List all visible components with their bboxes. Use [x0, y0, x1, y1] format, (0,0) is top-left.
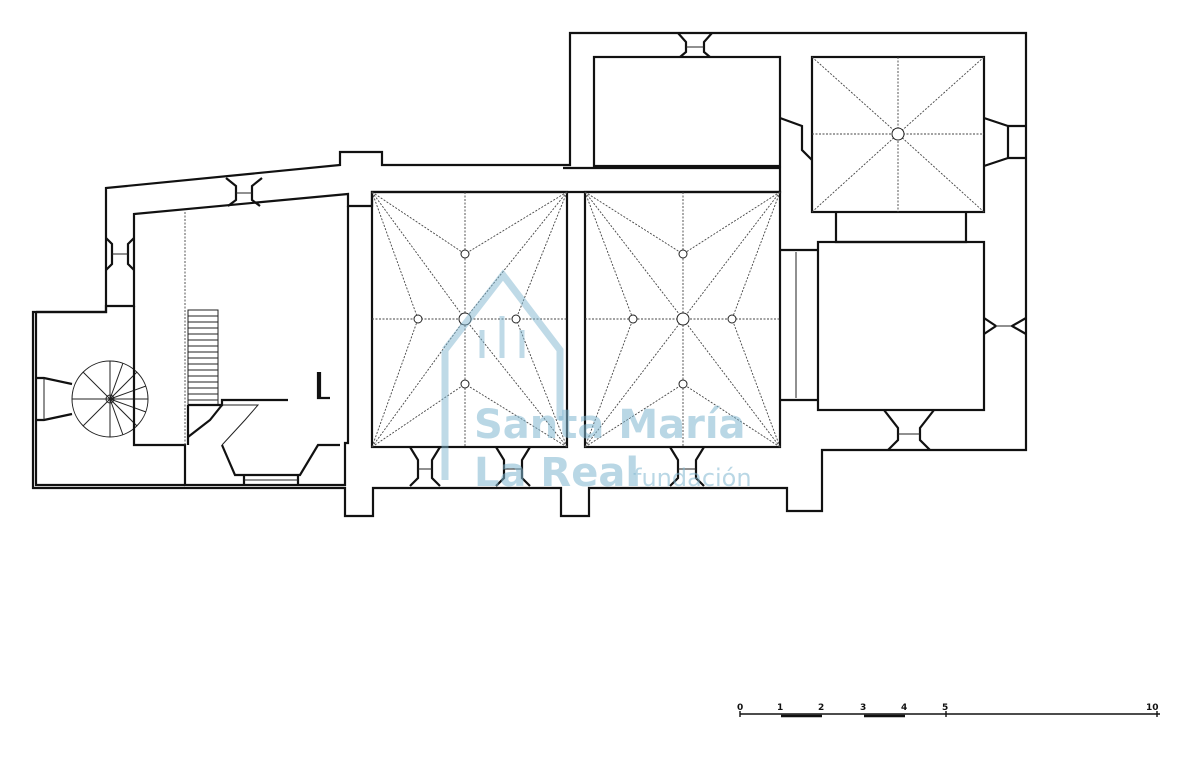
scale-tick-5: 5 [942, 703, 948, 713]
straight-stair [187, 309, 219, 406]
north-room [592, 32, 782, 168]
house-icon [441, 269, 564, 480]
scale-tick-3: 3 [860, 703, 866, 713]
watermark-sub: fundación [633, 464, 752, 492]
scale-tick-4: 4 [901, 703, 907, 713]
watermark-line1: Santa María [474, 402, 746, 448]
vaulted-bay-3 [779, 55, 1026, 214]
watermark-logo: Santa María La Real fundación [441, 269, 752, 496]
hall-room [132, 177, 350, 487]
east-room [780, 212, 1027, 451]
watermark-line2: La Real [474, 450, 639, 496]
scale-bar: 0 1 2 3 4 5 10 [737, 703, 1160, 718]
scale-tick-0: 0 [737, 703, 743, 713]
scale-tick-2: 2 [818, 703, 824, 713]
scale-tick-10: 10 [1146, 703, 1159, 713]
west-stair-room [34, 237, 185, 487]
vaulted-bay-2 [583, 190, 782, 487]
scale-tick-1: 1 [777, 703, 783, 713]
